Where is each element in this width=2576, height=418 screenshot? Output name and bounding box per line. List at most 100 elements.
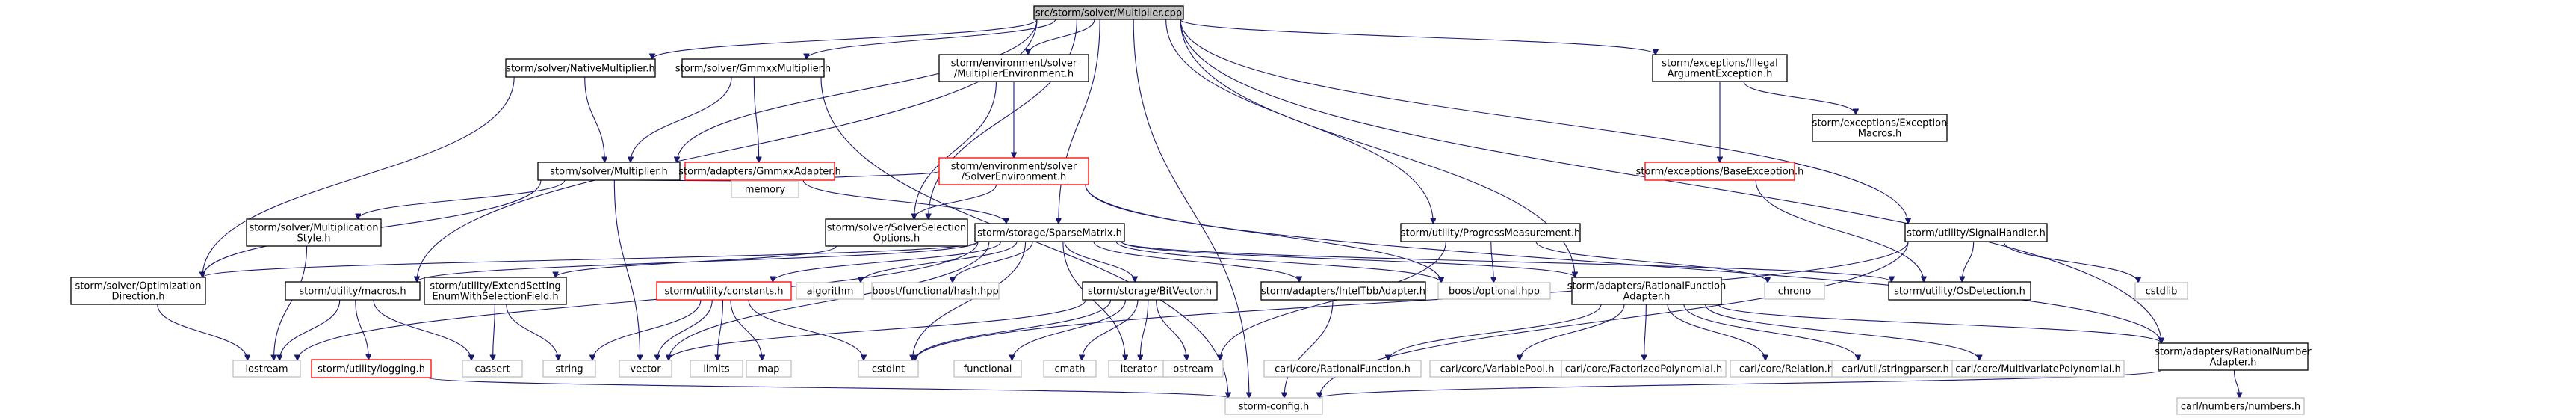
graph-node-carl-numbers: carl/numbers/numbers.h bbox=[2176, 397, 2305, 415]
edge-macros-h-to-cassert bbox=[373, 299, 471, 360]
node-label: storm/adapters/IntelTbbAdapter.h bbox=[1261, 286, 1425, 298]
graph-node-logging-h[interactable]: storm/utility/logging.h bbox=[311, 359, 432, 378]
node-label: Adapter.h bbox=[2210, 357, 2257, 369]
node-label: carl/numbers/numbers.h bbox=[2181, 402, 2300, 413]
node-box bbox=[1652, 54, 1788, 82]
node-label: storm/solver/GmmxxMultiplier.h bbox=[675, 64, 831, 75]
graph-node-os-detection[interactable]: storm/utility/OsDetection.h bbox=[1888, 281, 2031, 301]
graph-node-ext-setting-enum[interactable]: storm/utility/ExtendSettingEnumWithSelec… bbox=[424, 277, 567, 305]
node-label: Direction.h bbox=[111, 292, 164, 303]
graph-node-solver-env[interactable]: storm/environment/solver/SolverEnvironme… bbox=[938, 157, 1089, 185]
edge-constants-h-to-map bbox=[730, 299, 762, 360]
node-box bbox=[684, 162, 835, 181]
graph-node-limits: limits bbox=[690, 360, 743, 378]
edge-multiplier-cpp-to-storm-config bbox=[1133, 19, 1249, 398]
edge-ext-setting-enum-to-string bbox=[506, 304, 558, 360]
node-label: storm/utility/ExtendSetting bbox=[430, 281, 560, 292]
node-label: storm/exceptions/Exception bbox=[1812, 118, 1948, 129]
node-box bbox=[690, 360, 743, 378]
edge-ext-setting-enum-to-cassert bbox=[493, 304, 495, 360]
graph-node-macros-h[interactable]: storm/utility/macros.h bbox=[285, 281, 421, 301]
graph-node-gmmxx-adapter[interactable]: storm/adapters/GmmxxAdapter.h bbox=[678, 162, 841, 181]
edge-native-multiplier-to-opt-direction bbox=[202, 76, 515, 277]
node-label: storm/solver/SolverSelection bbox=[827, 223, 967, 234]
node-box bbox=[2158, 342, 2309, 371]
graph-node-chrono: chrono bbox=[1764, 282, 1825, 300]
edge-multiplier-cpp-to-sparse-matrix bbox=[1059, 19, 1100, 224]
edge-sparse-matrix-to-boost-hash bbox=[953, 241, 1033, 283]
node-box bbox=[2134, 282, 2188, 300]
edge-multiplier-env-to-solver-sel-opts bbox=[914, 81, 997, 219]
edge-mult-style-to-iostream bbox=[273, 245, 308, 360]
node-label: algorithm bbox=[807, 286, 854, 298]
graph-node-carl-factorized-poly: carl/core/FactorizedPolynomial.h bbox=[1561, 360, 1727, 378]
graph-node-sparse-matrix[interactable]: storm/storage/SparseMatrix.h bbox=[974, 223, 1125, 242]
graph-node-carl-variable-pool: carl/core/VariablePool.h bbox=[1429, 360, 1565, 378]
node-label: storm/utility/logging.h bbox=[318, 364, 425, 375]
node-label: src/storm/solver/Multiplier.cpp bbox=[1035, 8, 1182, 19]
graph-node-boost-optional: boost/optional.hpp bbox=[1437, 282, 1551, 300]
graph-node-progress-meas[interactable]: storm/utility/ProgressMeasurement.h bbox=[1400, 223, 1581, 242]
graph-node-algorithm: algorithm bbox=[796, 282, 864, 300]
graph-node-carl-rational-function: carl/core/RationalFunction.h bbox=[1263, 360, 1422, 378]
edge-multiplier-cpp-to-multiplier-h bbox=[677, 19, 1038, 162]
graph-node-illegal-arg-exc[interactable]: storm/exceptions/IllegalArgumentExceptio… bbox=[1652, 54, 1788, 82]
edge-multiplier-cpp-to-rational-number-adapter bbox=[1180, 19, 2161, 343]
graph-node-vector: vector bbox=[619, 360, 672, 378]
edge-multiplier-cpp-to-native-multiplier bbox=[652, 19, 1038, 60]
node-label: storm/adapters/GmmxxAdapter.h bbox=[678, 167, 841, 178]
edge-gmmxx-multiplier-to-multiplier-h bbox=[631, 76, 732, 162]
graph-node-constants-h[interactable]: storm/utility/constants.h bbox=[656, 281, 792, 301]
edge-macros-h-to-iostream bbox=[279, 299, 341, 360]
graph-node-inteltbb[interactable]: storm/adapters/IntelTbbAdapter.h bbox=[1260, 281, 1426, 301]
edge-constants-h-to-vector bbox=[657, 299, 713, 360]
node-box bbox=[953, 360, 1022, 378]
node-label: carl/core/RationalFunction.h bbox=[1275, 364, 1411, 375]
node-label: cstdint bbox=[872, 364, 905, 375]
node-box bbox=[825, 218, 968, 247]
graph-node-signal-handler[interactable]: storm/utility/SignalHandler.h bbox=[1904, 223, 2048, 242]
edge-bitvector-to-vector bbox=[669, 299, 1086, 360]
graph-node-native-multiplier[interactable]: storm/solver/NativeMultiplier.h bbox=[505, 58, 656, 78]
graph-node-cstdint: cstdint bbox=[858, 360, 919, 378]
node-label: storm/adapters/RationalNumber bbox=[2155, 347, 2312, 358]
graph-node-base-exc[interactable]: storm/exceptions/BaseException.h bbox=[1636, 162, 1804, 181]
edge-bitvector-to-ostream bbox=[1156, 299, 1187, 360]
node-label: EnumWithSelectionField.h bbox=[432, 292, 558, 303]
edge-progress-meas-to-chrono bbox=[1535, 241, 1768, 283]
graph-node-multiplier-h[interactable]: storm/solver/Multiplier.h bbox=[537, 162, 681, 181]
edge-rational-func-adapter-to-carl-variable-pool bbox=[1520, 304, 1625, 360]
node-box bbox=[1571, 277, 1722, 305]
node-box bbox=[1951, 360, 2125, 378]
edge-layer bbox=[157, 19, 2240, 398]
node-label: /MultiplierEnvironment.h bbox=[954, 69, 1074, 80]
edge-sparse-matrix-to-rational-func-adapter bbox=[1121, 241, 1575, 277]
node-box bbox=[1260, 281, 1426, 301]
node-label: ArgumentException.h bbox=[1668, 69, 1773, 80]
edge-inteltbb-to-storm-config bbox=[1284, 299, 1334, 398]
graph-node-multiplier-cpp[interactable]: src/storm/solver/Multiplier.cpp bbox=[1033, 5, 1184, 20]
node-box bbox=[1033, 5, 1184, 20]
node-label: iostream bbox=[245, 364, 288, 375]
graph-node-bitvector[interactable]: storm/storage/BitVector.h bbox=[1082, 281, 1218, 301]
node-box bbox=[311, 359, 432, 378]
node-box bbox=[505, 58, 656, 78]
edge-gmmxx-multiplier-to-gmmxx-adapter bbox=[753, 76, 758, 162]
edge-sparse-matrix-to-bitvector bbox=[1064, 241, 1135, 282]
node-label: /SolverEnvironment.h bbox=[962, 172, 1067, 183]
edge-rational-func-adapter-to-rational-number-adapter bbox=[1718, 304, 2161, 343]
node-label: storm/storage/BitVector.h bbox=[1088, 286, 1212, 298]
edge-sparse-matrix-to-constants-h bbox=[773, 241, 1002, 282]
edge-solver-env-to-boost-optional bbox=[1085, 184, 1441, 283]
node-box bbox=[1561, 360, 1727, 378]
graph-node-multiplier-env[interactable]: storm/environment/solver/MultiplierEnvir… bbox=[938, 54, 1089, 82]
graph-node-gmmxx-multiplier[interactable]: storm/solver/GmmxxMultiplier.h bbox=[675, 58, 831, 78]
node-box bbox=[681, 58, 825, 78]
